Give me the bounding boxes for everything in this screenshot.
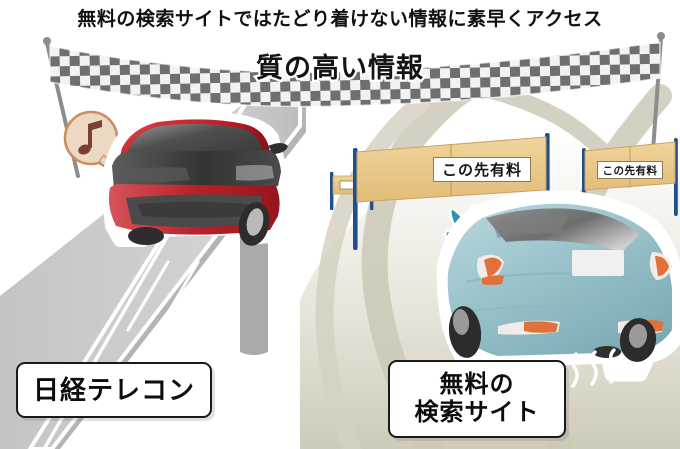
banner-pole-finial-left	[43, 37, 51, 45]
taillight-right	[649, 252, 672, 280]
label-free-search-site: 無料の 検索サイト	[388, 360, 566, 438]
label-nikkei-telecom: 日経テレコン	[16, 362, 212, 418]
taillight-left	[477, 254, 504, 285]
exhaust-smoke-lines	[571, 348, 617, 388]
red-car-front	[101, 112, 290, 247]
toll-gate-medium-label: この先有料	[597, 161, 663, 179]
side-mirror	[268, 143, 288, 154]
lane-markings	[126, 260, 230, 332]
banner-title: 質の高い情報	[0, 46, 680, 86]
gate-post-left	[353, 148, 358, 250]
blue-car-rear	[436, 190, 680, 388]
headlight-left	[236, 165, 274, 181]
banner-title-text: 質の高い情報	[254, 51, 426, 86]
music-note-bubble	[63, 110, 120, 176]
music-note-icon	[78, 120, 102, 155]
exhaust-tip	[593, 346, 621, 358]
wheel-front-left	[128, 227, 164, 245]
license-plate	[572, 250, 624, 276]
label-free-search-site-line2: 検索サイト	[414, 399, 540, 426]
banner-pole-finial-right	[657, 32, 665, 40]
toll-gate-large-label: この先有料	[433, 157, 531, 182]
road-pillar	[240, 236, 268, 355]
label-free-search-site-line1: 無料の	[439, 371, 515, 399]
page-title: 無料の検索サイトではたどり着けない情報に素早くアクセス	[77, 9, 603, 30]
